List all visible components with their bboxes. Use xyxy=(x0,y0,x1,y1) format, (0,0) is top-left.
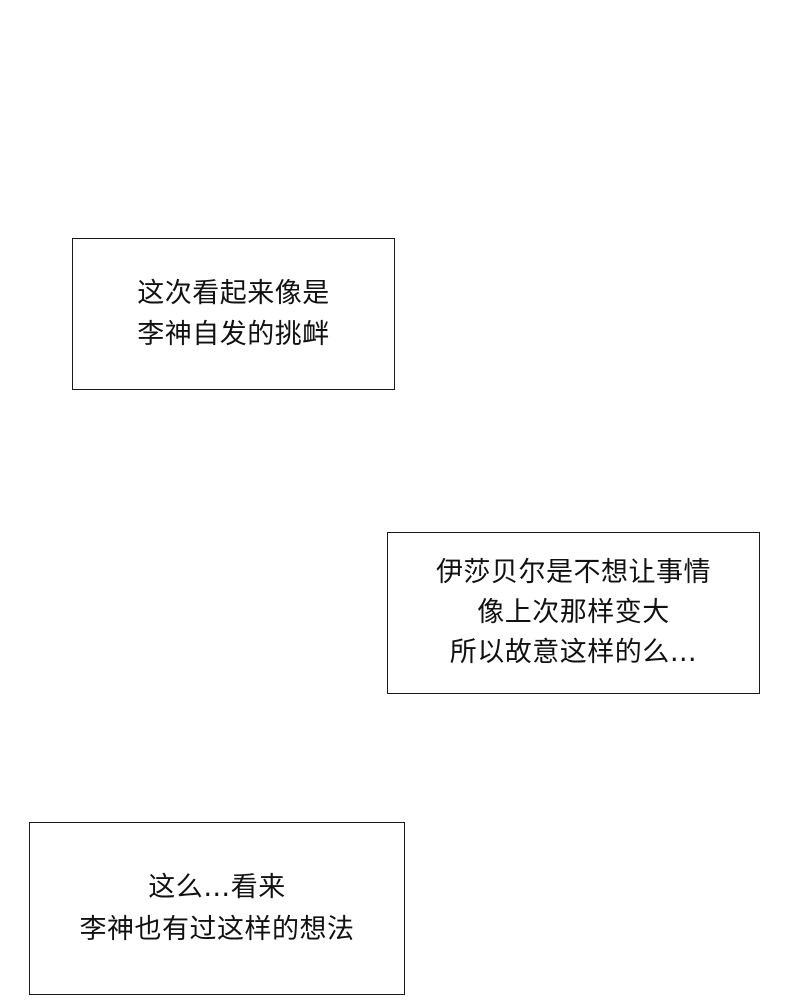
caption-box-2: 伊莎贝尔是不想让事情 像上次那样变大 所以故意这样的么… xyxy=(387,532,760,694)
caption-3-line-1: 这么…看来 xyxy=(148,871,286,903)
caption-2-line-2: 像上次那样变大 xyxy=(477,597,670,628)
caption-box-1: 这次看起来像是 李神自发的挑衅 xyxy=(72,238,395,390)
caption-box-3: 这么…看来 李神也有过这样的想法 xyxy=(29,822,405,995)
caption-1-line-1: 这次看起来像是 xyxy=(137,278,330,309)
caption-2-line-1: 伊莎贝尔是不想让事情 xyxy=(436,557,711,588)
caption-2-line-3: 所以故意这样的么… xyxy=(449,637,698,668)
caption-3-line-2: 李神也有过这样的想法 xyxy=(79,913,355,945)
caption-1-line-2: 李神自发的挑衅 xyxy=(137,319,330,350)
